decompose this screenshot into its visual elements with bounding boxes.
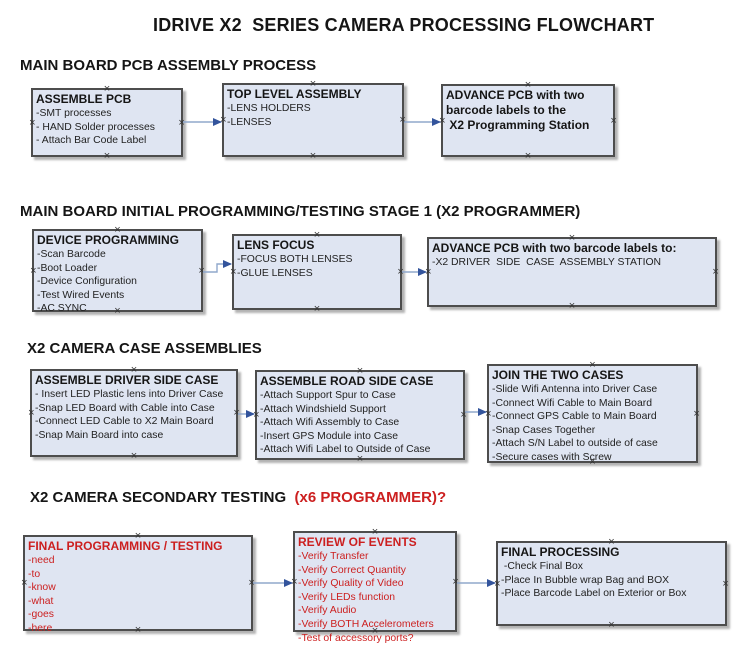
section-heading-red-suffix: (x6 PROGRAMMER)? xyxy=(290,489,447,506)
box-item: -goes xyxy=(28,609,54,621)
box-item: -know xyxy=(28,582,56,594)
box-item: -LENSES xyxy=(227,116,272,128)
box-title: ADVANCE PCB with two barcode labels to t… xyxy=(446,88,590,132)
box-item: -LENS HOLDERS xyxy=(227,103,311,114)
box-title: REVIEW OF EVENTS xyxy=(298,535,417,549)
box-assemble-driver-side-case[interactable]: ASSEMBLE DRIVER SIDE CASE - Insert LED Pl… xyxy=(28,365,240,462)
box-title: DEVICE PROGRAMMING xyxy=(37,233,180,247)
section-heading-3: X2 CAMERA CASE ASSEMBLIES xyxy=(27,340,262,357)
box-item: -Verify Correct Quantity xyxy=(298,564,406,576)
box-item: -Attach Wifi Assembly to Case xyxy=(260,417,400,429)
box-item: -Test of accessory ports? xyxy=(298,632,414,644)
box-item: -FOCUS BOTH LENSES xyxy=(237,254,353,265)
box-item: -Attach Wifi Label to Outside of Case xyxy=(260,444,431,456)
box-item: -GLUE LENSES xyxy=(237,267,313,279)
box-title: LENS FOCUS xyxy=(237,238,315,252)
box-item: -what xyxy=(28,595,54,607)
box-join-the-two-cases[interactable]: JOIN THE TWO CASES -Slide Wifi Antenna in… xyxy=(485,360,700,468)
section-heading-2: MAIN BOARD INITIAL PROGRAMMING/TESTING S… xyxy=(20,203,580,220)
box-item: -Boot Loader xyxy=(37,262,98,274)
box-item: -need xyxy=(28,555,55,566)
box-item: -Place In Bubble wrap Bag and BOX xyxy=(501,574,670,586)
box-item: -Test Wired Events xyxy=(37,289,125,301)
box-assemble-road-side-case[interactable]: ASSEMBLE ROAD SIDE CASE -Attach Support S… xyxy=(253,366,467,465)
box-title: FINAL PROGRAMMING / TESTING xyxy=(28,539,223,553)
box-item: - Attach Bar Code Label xyxy=(36,135,147,147)
section-heading-1: MAIN BOARD PCB ASSEMBLY PROCESS xyxy=(20,57,316,74)
box-device-programming[interactable]: DEVICE PROGRAMMING -Scan Barcode -Boot Loa… xyxy=(30,225,205,317)
box-item: -Connect GPS Cable to Main Board xyxy=(492,411,657,423)
section-heading-text: MAIN BOARD INITIAL PROGRAMMING/TESTING S… xyxy=(20,203,581,220)
box-item: -Connect Wifi Cable to Main Board xyxy=(492,397,652,409)
box-title: ASSEMBLE DRIVER SIDE CASE xyxy=(35,373,219,387)
box-item: -Secure cases with Screw xyxy=(492,451,612,463)
box-item: -Place Barcode Label on Exterior or Box xyxy=(501,588,687,600)
section-heading-4: X2 CAMERA SECONDARY TESTING (x6 PROGRAMM… xyxy=(30,489,446,506)
section-heading-text: MAIN BOARD PCB ASSEMBLY PROCESS xyxy=(20,57,317,74)
box-item: -Verify LEDs function xyxy=(298,591,396,603)
box-item: - HAND Solder processes xyxy=(36,121,155,133)
box-item: -Check Final Box xyxy=(501,561,583,572)
box-assemble-pcb[interactable]: ASSEMBLE PCB -SMT processes - HAND Solder … xyxy=(29,84,185,162)
box-item: -Device Configuration xyxy=(37,276,137,288)
box-title: ADVANCE PCB with two barcode labels to: xyxy=(432,241,677,255)
box-item: -Slide Wifi Antenna into Driver Case xyxy=(492,384,658,395)
box-item: -Snap LED Board with Cable into Case xyxy=(35,402,215,414)
box-item: -Attach S/N Label to outside of case xyxy=(492,438,658,450)
box-item: -Snap Cases Together xyxy=(492,424,596,436)
box-item: -Snap Main Board into case xyxy=(35,429,164,441)
box-item: -Verify BOTH Accelerometers xyxy=(298,618,434,630)
box-top-level-assembly[interactable]: TOP LEVEL ASSEMBLY-LENS HOLDERS-LENSES××… xyxy=(220,79,406,162)
box-item: -Verify Transfer xyxy=(298,551,369,562)
box-title: ASSEMBLE ROAD SIDE CASE xyxy=(260,374,434,388)
box-item: -Insert GPS Module into Case xyxy=(260,430,399,442)
section-heading-text: X2 CAMERA SECONDARY TESTING xyxy=(30,489,291,506)
box-item: -Connect LED Cable to X2 Main Board xyxy=(35,416,214,428)
box-item: -Attach Support Spur to Case xyxy=(260,390,396,401)
box-item: -Verify Audio xyxy=(298,605,357,617)
box-title: JOIN THE TWO CASES xyxy=(492,368,624,382)
box-item: -X2 DRIVER SIDE CASE ASSEMBLY STATION xyxy=(432,257,662,268)
connector-arrow[interactable] xyxy=(203,260,232,273)
box-item: -here xyxy=(28,622,53,634)
section-heading-text: X2 CAMERA CASE ASSEMBLIES xyxy=(27,340,262,357)
box-lens-focus[interactable]: LENS FOCUS -FOCUS BOTH LENSES -GLUE LENSES… xyxy=(230,230,404,315)
box-review-of-events[interactable]: REVIEW OF EVENTS -Verify Transfer -Verify … xyxy=(291,527,459,644)
box-item: -Verify Quality of Video xyxy=(298,578,404,590)
box-item: -to xyxy=(28,568,41,580)
box-title: ASSEMBLE PCB xyxy=(36,92,132,106)
box-item: -Attach Windshield Support xyxy=(260,403,386,415)
box-item: -AC SYNC xyxy=(37,303,87,315)
box-item: -SMT processes xyxy=(36,108,112,119)
box-item: - Insert LED Plastic lens into Driver Ca… xyxy=(35,389,224,400)
box-title: TOP LEVEL ASSEMBLY xyxy=(227,87,362,101)
page-title: IDRIVE X2 SERIES CAMERA PROCESSING FLOWC… xyxy=(153,15,655,35)
box-title: FINAL PROCESSING xyxy=(501,545,620,559)
box-item: -Scan Barcode xyxy=(37,249,106,260)
box-advance-pcb-with-two-barcode-labels-to-t[interactable]: ADVANCE PCB with two barcode labels to t… xyxy=(439,80,617,162)
